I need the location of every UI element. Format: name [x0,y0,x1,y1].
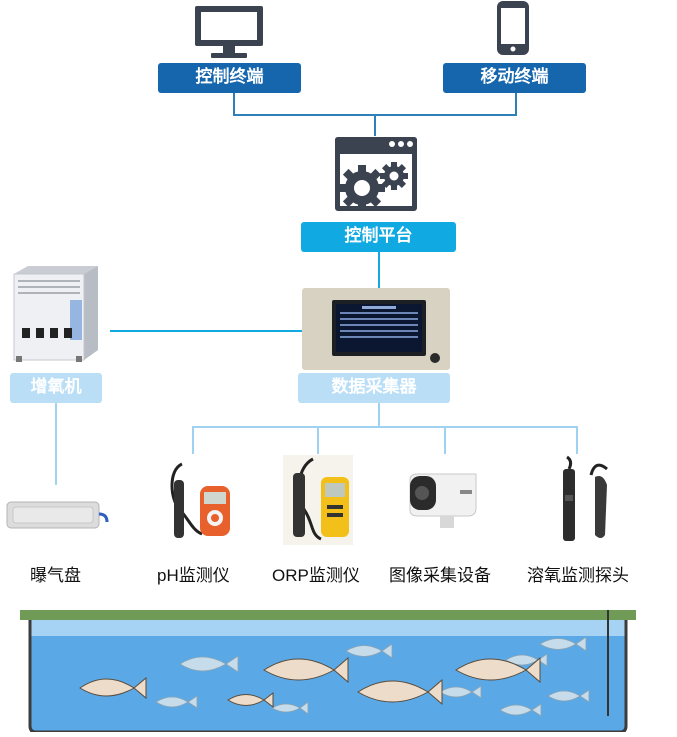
data-collector-device-image [302,288,450,370]
connector-line [317,426,319,454]
orp-meter-icon [283,455,353,545]
connector-line [55,403,57,485]
connector-line [378,252,380,288]
camera-icon [404,466,480,530]
do-probe-icon [551,455,629,545]
device-label: 溶氧监测探头 [527,566,629,585]
connector-line [378,403,380,427]
control-platform-label: 控制平台 [301,222,456,252]
settings-window-icon [334,136,418,212]
connector-line [444,426,446,454]
data-collector-label: 数据采集器 [298,373,450,403]
connector-line [576,426,578,454]
device-label: ORP监测仪 [272,566,360,585]
monitor-icon [193,4,265,60]
control-terminal-label: 控制终端 [158,63,301,93]
mobile-phone-icon [496,0,530,56]
aeration-disc-icon [5,498,111,532]
mobile-terminal-label: 移动终端 [443,63,586,93]
connector-line [515,93,517,116]
device-label: 曝气盘 [30,566,81,585]
device-label: 图像采集设备 [389,566,491,585]
device-label: pH监测仪 [157,566,230,585]
aerator-label: 增氧机 [10,373,102,403]
ph-meter-icon [162,460,238,548]
aerator-machine-image [10,264,100,362]
connector-line [192,426,194,454]
connector-line [192,426,578,428]
connector-line [110,330,302,332]
connector-line [233,93,235,116]
connector-line [374,114,376,136]
fish-pond-illustration [0,604,677,734]
